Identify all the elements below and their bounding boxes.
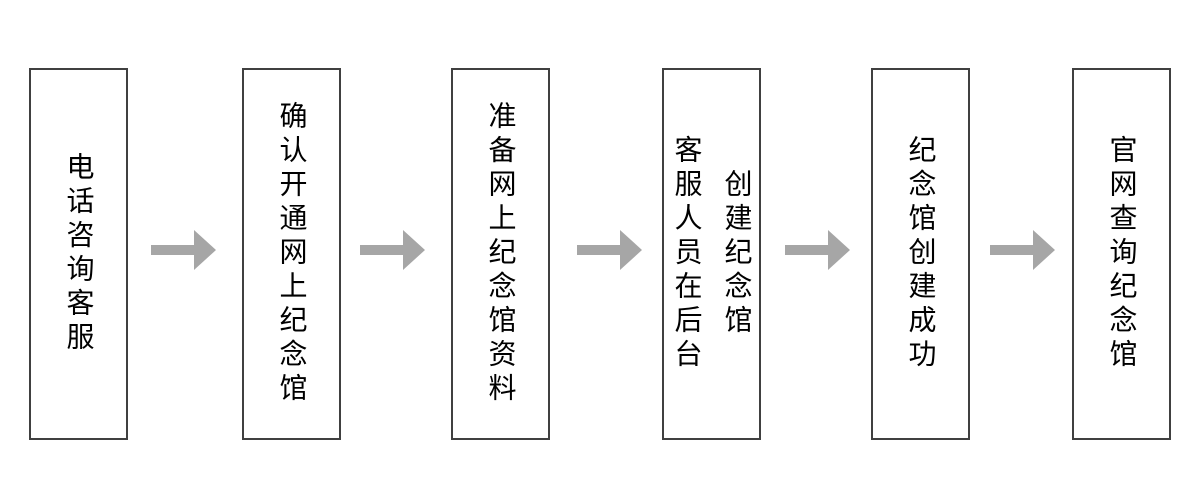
step-text: 电话咨询客服 [63, 152, 95, 356]
step-text: 官网查询纪念馆 [1106, 135, 1138, 373]
right-arrow-icon [577, 230, 642, 270]
flow-step-2: 确认开通网上纪念馆 [242, 68, 341, 440]
right-arrow-icon [151, 230, 216, 270]
step-text: 创建纪念馆 [721, 169, 753, 339]
flow-step-6: 官网查询纪念馆 [1072, 68, 1171, 440]
step-text: 纪念馆创建成功 [905, 135, 937, 373]
flow-step-5: 纪念馆创建成功 [871, 68, 970, 440]
right-arrow-icon [990, 230, 1055, 270]
flow-step-1: 电话咨询客服 [29, 68, 128, 440]
right-arrow-icon [785, 230, 850, 270]
step-text: 准备网上纪念馆资料 [485, 101, 517, 407]
flow-step-4: 客服人员在后台 创建纪念馆 [662, 68, 761, 440]
flow-step-3: 准备网上纪念馆资料 [451, 68, 550, 440]
step-text: 确认开通网上纪念馆 [276, 101, 308, 407]
right-arrow-icon [360, 230, 425, 270]
step-text: 客服人员在后台 [671, 135, 703, 373]
